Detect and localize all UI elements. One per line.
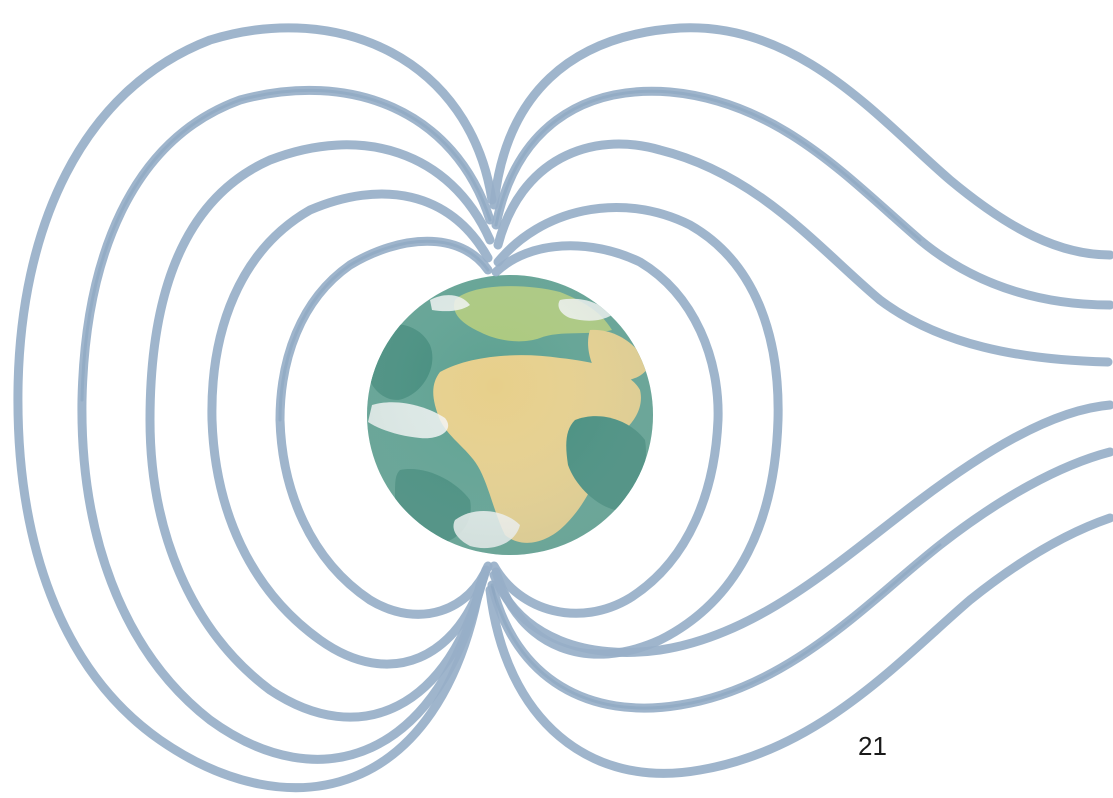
field-line-left-1 <box>275 236 493 619</box>
field-line-tail-upper-3 <box>489 23 1113 260</box>
field-line-tail-upper-2 <box>491 86 1113 310</box>
magnetic-field-lines <box>13 23 1113 793</box>
field-line-left-4 <box>77 85 495 764</box>
field-line-tail-lower-2 <box>487 447 1113 713</box>
field-line-left-2 <box>207 189 493 669</box>
field-line-tail-lower-3 <box>485 513 1113 778</box>
field-line-tail-lower-1 <box>489 400 1113 657</box>
field-line-right-1 <box>489 241 723 618</box>
field-line-left-3 <box>145 140 495 722</box>
page-number: 21 <box>858 731 887 761</box>
field-line-left-5 <box>13 23 497 793</box>
earth-globe <box>367 275 653 555</box>
field-line-tail-upper-1 <box>493 139 1113 367</box>
